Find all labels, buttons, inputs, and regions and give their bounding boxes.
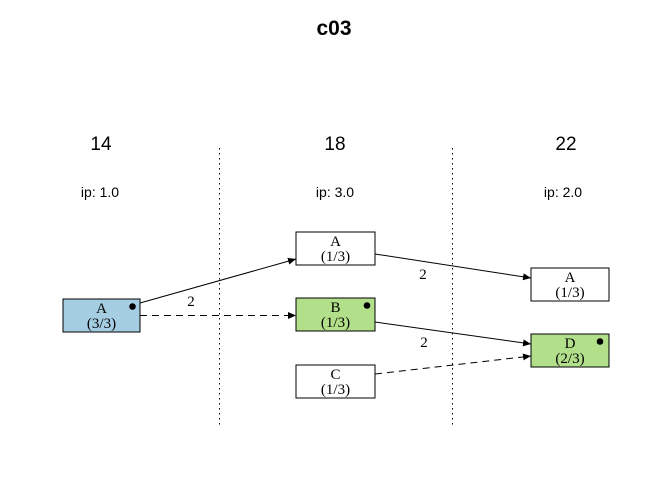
node-label-c-18: C: [330, 367, 340, 383]
presence-dot-d-22: [596, 338, 604, 345]
node-box-c-18: [295, 364, 376, 399]
ip-label-22: ip: 2.0: [544, 184, 582, 200]
node-fraction-d-22: (2/3): [555, 351, 584, 367]
ip-label-18: ip: 3.0: [316, 184, 354, 200]
node-b-18: B (1/3): [295, 297, 376, 332]
node-fraction-a-14: (3/3): [87, 316, 116, 332]
node-box-a-22: [530, 267, 610, 302]
edge-a18-to-a22: [374, 253, 532, 281]
node-box-d-22: [530, 333, 610, 368]
ip-label-14: ip: 1.0: [81, 184, 119, 200]
edge-label-b18-d22: 2: [420, 335, 428, 351]
edge-label-a18-a22: 2: [419, 267, 427, 283]
node-fraction-a-18: (1/3): [321, 249, 350, 265]
edge-a14-to-a18: [139, 257, 297, 304]
node-c-18: C (1/3): [295, 364, 376, 399]
presence-dot-a-14: [129, 303, 136, 310]
node-a-22: A (1/3): [530, 267, 610, 302]
node-label-b-18: B: [330, 300, 340, 316]
node-label-a-18: A: [330, 234, 341, 250]
timepoint-header-18: 18: [324, 134, 345, 155]
node-fraction-b-18: (1/3): [321, 315, 350, 331]
node-a-14: A (3/3): [62, 298, 141, 333]
node-a-18: A (1/3): [295, 231, 376, 266]
presence-dot-b-18: [363, 302, 371, 309]
node-fraction-c-18: (1/3): [321, 382, 350, 398]
node-fraction-a-22: (1/3): [555, 285, 584, 301]
edge-b18-to-d22: [374, 321, 532, 347]
timepoint-header-22: 22: [555, 134, 576, 155]
node-label-d-22: D: [565, 336, 576, 352]
node-box-b-18: [295, 297, 376, 332]
edge-c18-to-d22: [374, 353, 532, 375]
node-label-a-22: A: [565, 270, 576, 286]
node-box-a-14: [62, 298, 141, 333]
timepoint-header-14: 14: [90, 134, 112, 155]
node-d-22: D (2/3): [530, 333, 610, 368]
edge-label-a14-a18: 2: [187, 294, 195, 310]
node-box-a-18: [295, 231, 376, 266]
plot-title: c03: [316, 17, 351, 40]
node-label-a-14: A: [96, 301, 107, 317]
